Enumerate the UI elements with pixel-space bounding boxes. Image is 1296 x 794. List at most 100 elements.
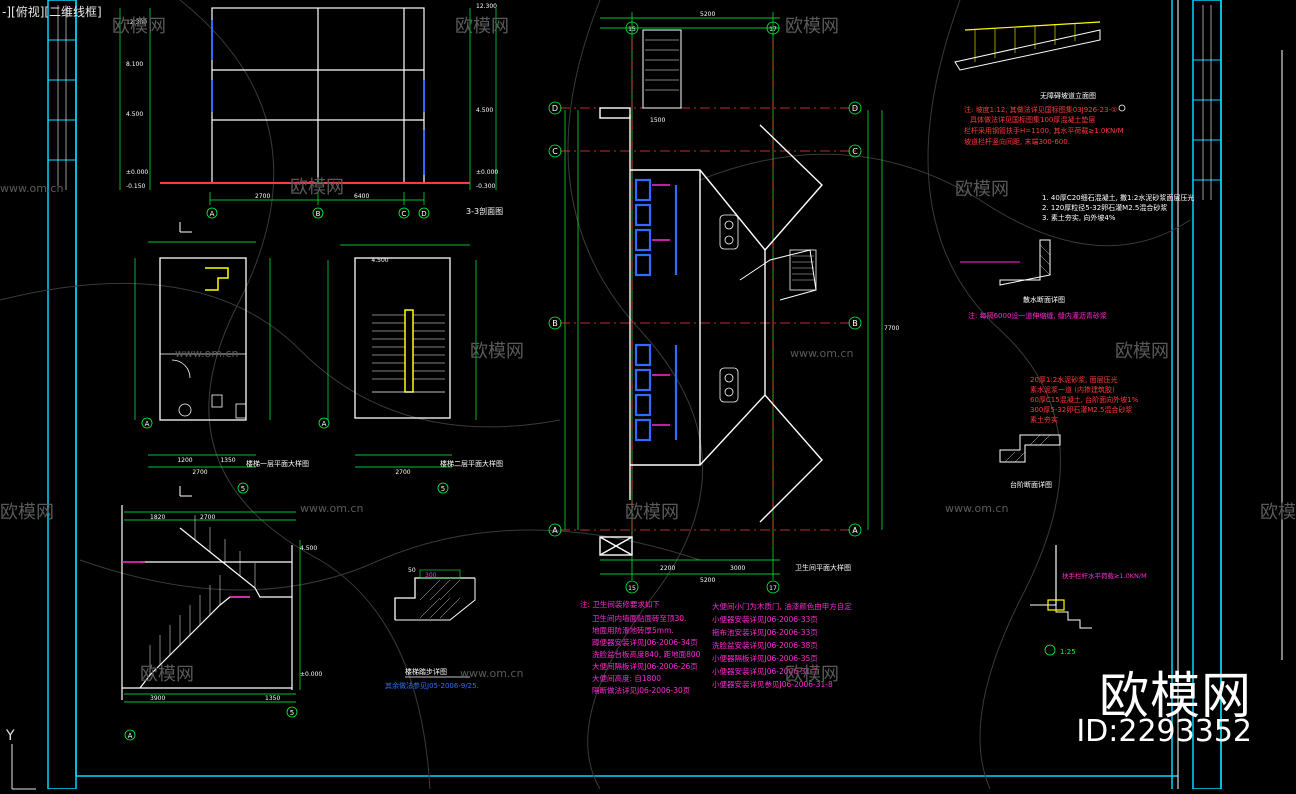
axis-D-tl: D [552, 104, 558, 113]
step-note: 60厚C15混凝土, 台阶面向外坡1% [1030, 395, 1139, 404]
watermark-site: www.om.cn [945, 502, 1008, 515]
axis-B-s33: B [316, 210, 321, 218]
ramp-note: 坡道栏杆竖向间距, 末端300-600. [964, 137, 1070, 146]
stair-floor2-plan: A 5 4.500 2700 楼梯二层平面大样图 [318, 244, 503, 494]
axis-A-st1: A [145, 420, 150, 428]
dim-50: 50 [408, 567, 416, 574]
step-note: 20厚1:2水泥砂浆, 面层压光 [1030, 375, 1118, 384]
toilet-note-right: 洗脸盆安装详见J06-2006-38页 [712, 640, 818, 650]
watermark-tile: 欧模网 [112, 16, 166, 37]
axis-A-s33: A [210, 210, 215, 218]
dim-300: 300 [425, 572, 437, 579]
title-section-3-3: 3-3剖面图 [466, 206, 503, 216]
dim-2200-tl: 2200 [660, 565, 675, 572]
toilet-plan-drawing: D C B A D C B A 15 17 15 17 5200 1500 22… [548, 11, 899, 594]
step-note: 素土夯实 [1030, 415, 1058, 424]
drain-note: 2. 120厚粒径5-32卵石灌M2.5混合砂浆 [1042, 203, 1167, 212]
watermark-site: www.om.cn [300, 502, 363, 515]
watermark-tile: 欧模网 [785, 16, 839, 37]
axis-17-bot: 17 [769, 585, 777, 592]
dim-2700: 2700 [255, 193, 270, 200]
level-0000: ±0.000 [126, 169, 148, 176]
stair-floor1-plan: A 5 1200 1350 2700 楼梯一层平面大样图 [134, 222, 309, 497]
axis-A-ss: A [128, 732, 133, 740]
watermark-tile: 欧模网 [1115, 341, 1169, 362]
axis-B-tl: B [552, 319, 558, 328]
dim-1200-st1: 1200 [177, 457, 192, 464]
step-note: 素水泥浆一道 (内掺建筑胶) [1030, 385, 1115, 394]
axis-5-st2: 5 [441, 485, 445, 493]
title-drain-section: 散水断面详图 [1023, 295, 1065, 304]
toilet-note-line: 蹲便器安装详见J06-2006-34页 [592, 637, 698, 647]
dim-1350-st1: 1350 [220, 457, 235, 464]
dim-6400: 6400 [354, 193, 369, 200]
watermark-tile: 欧模网 [290, 177, 344, 198]
watermark-site: www.om.cn [175, 347, 238, 360]
toilet-note-right: 小便器安装详见J06-2006-31-7 [712, 666, 818, 676]
dim-5200-tl2: 5200 [700, 577, 715, 584]
level-4500-st2: 4.500 [371, 257, 388, 264]
watermark-arcs [0, 0, 1191, 790]
drain-note: 1. 40厚C20细石混凝土, 撒1:2水泥砂浆面层压光 [1042, 193, 1194, 202]
step-note: 300厚5-32卵石灌M2.5混合砂浆 [1030, 405, 1132, 414]
ramp-note: 栏杆采用钢管扶手H=1100, 其水平荷载≥1.0KN/M [964, 126, 1124, 135]
dim-5200-tl: 5200 [700, 11, 715, 18]
drain-section: 1. 40厚C20细石混凝土, 撒1:2水泥砂浆面层压光 2. 120厚粒径5-… [960, 193, 1194, 320]
ramp-note: 注: 坡度1:12, 其做法详见国标图集03J926-23-① [964, 105, 1117, 114]
title-stair-floor2: 楼梯二层平面大样图 [440, 459, 503, 468]
drain-note2: 注: 每隔6000设一道伸缩缝, 缝内灌沥青砂浆 [968, 311, 1107, 320]
title-stair-floor1: 楼梯一层平面大样图 [246, 459, 309, 468]
dim-1350-ss: 1350 [265, 695, 280, 702]
dim-2700-st1: 2700 [192, 469, 207, 476]
toilet-note-right: 大便间小门为木质门, 油漆颜色由甲方自定 [712, 601, 852, 611]
title-toilet-plan: 卫生间平面大样图 [795, 563, 851, 572]
drain-note: 3. 素土夯实, 向外坡4% [1042, 213, 1116, 222]
watermark-tile: 欧模网 [0, 502, 54, 523]
watermark-tiles: 欧模网 欧模网 欧模网 欧模网 欧模网 欧模网 欧模网 欧模网 欧模网 欧模网 … [0, 16, 1296, 685]
watermark-brand: 欧模网 [1099, 667, 1252, 725]
stair-step-detail: 50 300 楼梯踏步详图 其余做法参见J05-2006-9/25. [385, 567, 479, 690]
axis-C-tl: C [552, 147, 558, 156]
axis-A-tl: A [552, 526, 558, 535]
toilet-note-line: 大便间高度: 自1800 [592, 673, 661, 683]
watermark-sites: www.om.cn www.om.cn www.om.cn www.om.cn … [0, 182, 1008, 680]
axis-C-tr: C [852, 147, 858, 156]
section-3-3-drawing: 12.300 8.100 4.500 ±0.000 -0.150 12.300 … [119, 3, 503, 219]
rail-note: 扶手栏杆水平荷载≥1.0KN/M [1062, 571, 1147, 580]
level-8100: 8.100 [126, 61, 143, 68]
watermark-tile: 欧模网 [1260, 502, 1296, 523]
toilet-note-title: 注: 卫生间装修要求如下 [580, 599, 660, 609]
watermark-tile: 欧模网 [470, 341, 524, 362]
axis-B-tr: B [852, 319, 858, 328]
dim-1820: 1820 [150, 514, 165, 521]
level-12300-r: 12.300 [476, 3, 497, 10]
level-12300: 12.300 [126, 19, 147, 26]
stair-section-drawing: 1820 2700 4.500 ±0.000 3900 1350 A 5 [121, 505, 322, 741]
axis-C-s33: C [402, 210, 407, 218]
level-4500-ss: 4.500 [300, 545, 317, 552]
toilet-note-right: 小便器安装详见参见J06-2006-31-8 [712, 679, 833, 689]
axis-15-bot: 15 [628, 585, 636, 592]
watermark-tile: 欧模网 [955, 179, 1009, 200]
title-ramp-elev: 无障碍坡道立面图 [1040, 91, 1096, 100]
toilet-note-line: 卫生间内墙面贴面砖至顶30. [592, 613, 686, 623]
toilet-note-line: 隔断做法详见J06-2006-30页 [592, 685, 691, 695]
axis-5-st1: 5 [241, 485, 245, 493]
watermark-tile: 欧模网 [625, 502, 679, 523]
axis-15-top: 15 [628, 26, 636, 33]
toilet-note-right: 小便器隔板详见J06-2006-35页 [712, 653, 818, 663]
toilet-notes: 注: 卫生间装修要求如下 卫生间内墙面贴面砖至顶30. 地面用防滑地砖厚5mm.… [580, 599, 852, 695]
axis-A-tr: A [852, 526, 858, 535]
stair-detail-note: 其余做法参见J05-2006-9/25. [385, 681, 479, 690]
level-4500-r: 4.500 [476, 107, 493, 114]
watermark-tile: 欧模网 [785, 664, 839, 685]
level-0000-ss: ±0.000 [300, 671, 322, 678]
dim-3000-tl: 3000 [730, 565, 745, 572]
axis-A-st2: A [322, 420, 327, 428]
watermark-id: ID:2293352 [1076, 714, 1252, 749]
dim-2700-st2: 2700 [395, 469, 410, 476]
viewport-label[interactable]: -][俯视][二维线框] [2, 5, 102, 19]
title-stair-detail: 楼梯踏步详图 [405, 667, 447, 676]
ramp-note: 具体做法详见国标图集100厚混凝土垫层 [970, 115, 1095, 124]
